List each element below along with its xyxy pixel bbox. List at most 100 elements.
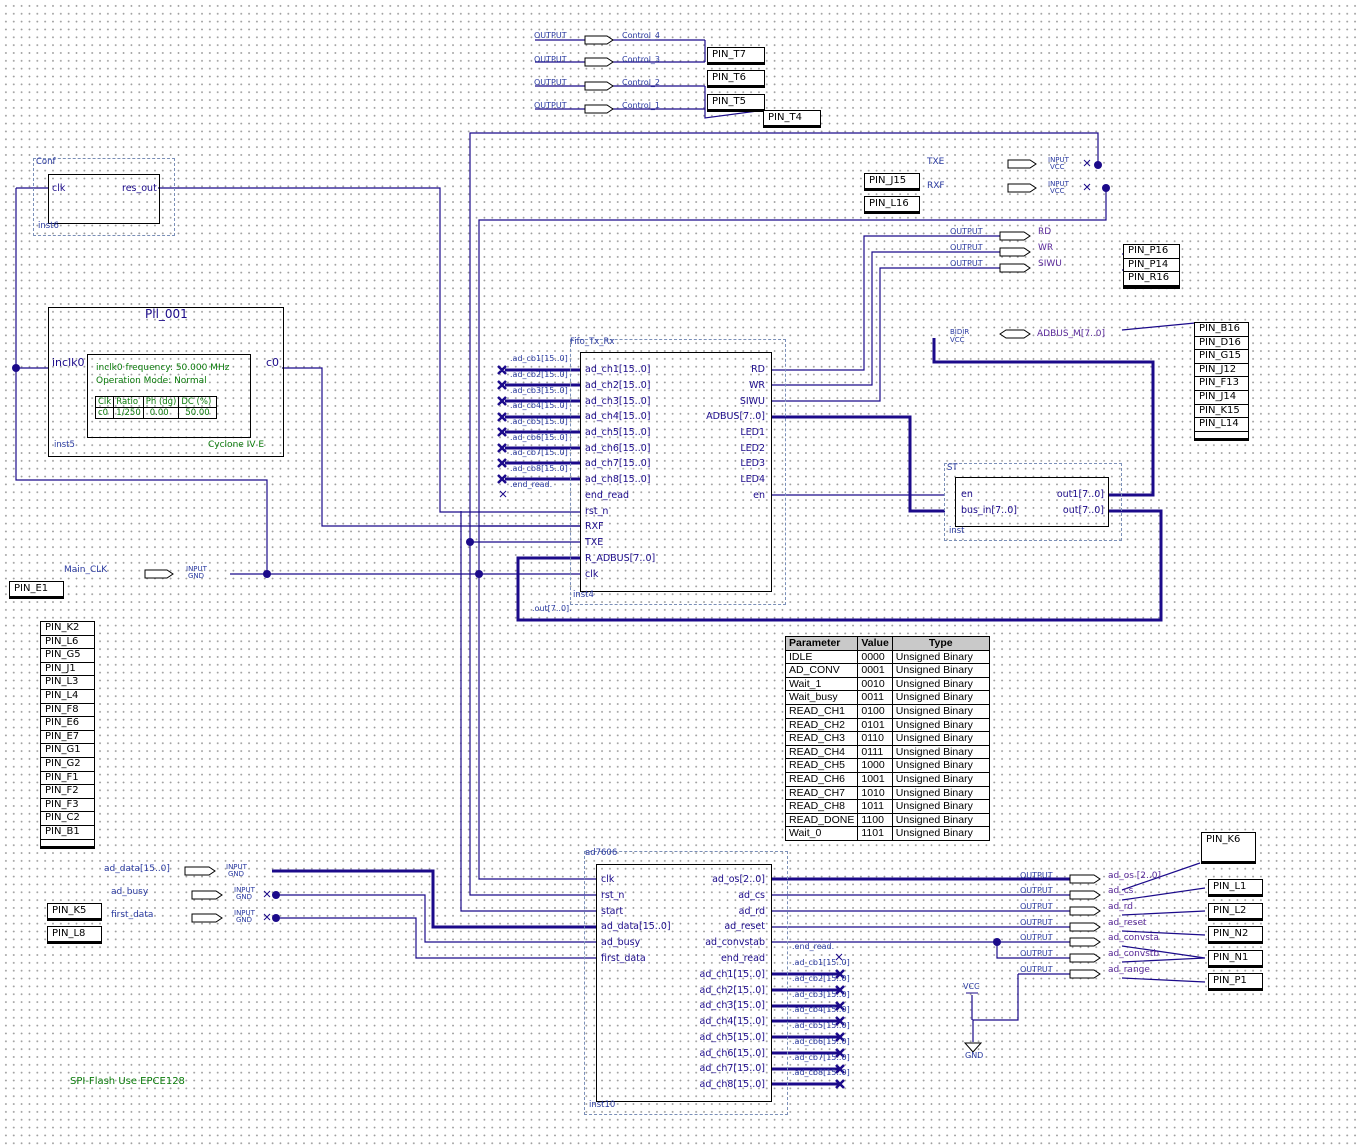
pin-entry[interactable]: PIN_B16 bbox=[1195, 323, 1248, 337]
input-tag: INPUT bbox=[1048, 156, 1069, 164]
param-cell: 1101 bbox=[857, 826, 893, 841]
fifo-title: Fifo_Tx_Rx bbox=[570, 337, 615, 347]
pin-tag[interactable]: PIN_T5 bbox=[707, 94, 765, 110]
net-label: .ad_cb1[15..0] bbox=[792, 958, 850, 967]
pin-tag[interactable]: PIN_L8 bbox=[47, 926, 102, 942]
pin-entry[interactable]: PIN_P16 bbox=[1124, 245, 1179, 259]
pin-entry[interactable]: PIN_K2 bbox=[41, 622, 94, 636]
param-cell: Unsigned Binary bbox=[891, 676, 990, 692]
ad7606-block[interactable] bbox=[596, 864, 772, 1102]
ad7606-port: first_data bbox=[601, 953, 646, 964]
pin-entry[interactable]: PIN_L4 bbox=[41, 690, 94, 704]
pin-entry[interactable]: PIN_F8 bbox=[41, 704, 94, 718]
pin-entry[interactable]: PIN_F3 bbox=[41, 799, 94, 813]
pin-entry[interactable]: PIN_J14 bbox=[1195, 391, 1248, 405]
pin-tag[interactable]: PIN_J15 bbox=[864, 173, 920, 189]
input-tag: INPUT bbox=[186, 565, 207, 573]
signal-name: ad_reset bbox=[1108, 918, 1147, 928]
fifo-port: ad_ch2[15..0] bbox=[585, 380, 651, 391]
conf-block[interactable] bbox=[48, 174, 160, 224]
ad7606-boundary bbox=[584, 851, 788, 1115]
port-type: OUTPUT bbox=[1020, 918, 1053, 927]
pll-block[interactable] bbox=[48, 307, 284, 457]
pin-tag[interactable]: PIN_L16 bbox=[864, 196, 920, 212]
pin-entry[interactable]: PIN_L6 bbox=[41, 636, 94, 650]
signal-name: ad_convsta bbox=[1108, 933, 1159, 943]
pin-entry[interactable]: PIN_E7 bbox=[41, 731, 94, 745]
fifo-port: SIWU bbox=[739, 396, 765, 407]
pin-entry[interactable]: PIN_G1 bbox=[41, 744, 94, 758]
ad7606-port: ad_convstab bbox=[705, 937, 765, 948]
conf-title: Conf bbox=[36, 157, 56, 167]
adbus-pin-list[interactable]: PIN_B16 PIN_D16 PIN_G15 PIN_J12 PIN_F13 … bbox=[1194, 322, 1249, 439]
pin-entry[interactable]: PIN_F13 bbox=[1195, 377, 1248, 391]
fifo-block[interactable] bbox=[580, 352, 772, 592]
siwu-signal: SIWU bbox=[1038, 259, 1062, 269]
ad7606-port: start bbox=[601, 906, 624, 917]
pin-tag[interactable]: PIN_P1 bbox=[1208, 973, 1263, 989]
pin-entry[interactable]: PIN_K15 bbox=[1195, 405, 1248, 419]
fifo-port: ad_ch6[15..0] bbox=[585, 443, 651, 454]
pin-tag[interactable]: PIN_N1 bbox=[1208, 950, 1263, 966]
pin-entry[interactable]: PIN_G15 bbox=[1195, 350, 1248, 364]
st-title: ST bbox=[947, 463, 958, 473]
gnd-tag: GND bbox=[236, 893, 253, 901]
signal-name: Control_3 bbox=[622, 55, 661, 64]
param-cell: 1011 bbox=[857, 799, 893, 814]
param-cell: 0110 bbox=[857, 731, 893, 746]
pin-tag[interactable]: PIN_N2 bbox=[1208, 926, 1263, 942]
flash-note: SPI-Flash Use EPCE128 bbox=[70, 1076, 185, 1087]
pin-entry[interactable]: PIN_G5 bbox=[41, 649, 94, 663]
fifo-port: ad_ch3[15..0] bbox=[585, 396, 651, 407]
fifo-port: ad_ch4[15..0] bbox=[585, 411, 651, 422]
param-cell: 1010 bbox=[857, 785, 893, 801]
pin-entry[interactable]: PIN_E6 bbox=[41, 717, 94, 731]
pin-entry[interactable]: PIN_B1 bbox=[41, 826, 94, 840]
pin-tag[interactable]: PIN_T6 bbox=[707, 70, 765, 86]
pin-tag[interactable]: PIN_K5 bbox=[47, 903, 102, 919]
pin-entry[interactable]: PIN_P14 bbox=[1124, 259, 1179, 273]
ad7606-port: rst_n bbox=[601, 890, 625, 901]
port-type: OUTPUT bbox=[1020, 933, 1053, 942]
pin-entry[interactable]: PIN_L3 bbox=[41, 676, 94, 690]
fifo-boundary bbox=[570, 339, 786, 605]
pin-entry[interactable]: PIN_G2 bbox=[41, 758, 94, 772]
param-cell: 0010 bbox=[857, 676, 893, 692]
st-block[interactable] bbox=[955, 477, 1109, 527]
rw-pin-list[interactable]: PIN_P16 PIN_P14 PIN_R16 bbox=[1123, 244, 1180, 287]
port-type: OUTPUT bbox=[1020, 965, 1053, 974]
net-label: .end_read. bbox=[792, 942, 835, 951]
fifo-port: ad_ch1[15..0] bbox=[585, 364, 651, 375]
signal-name: ad_range bbox=[1108, 965, 1150, 975]
fifo-port: ADBUS[7..0] bbox=[706, 411, 765, 422]
pin-entry-empty bbox=[41, 840, 94, 846]
pin-tag[interactable]: PIN_E1 bbox=[9, 581, 64, 597]
pin-tag[interactable]: PIN_K6 bbox=[1201, 832, 1256, 862]
pin-tag[interactable]: PIN_T7 bbox=[707, 47, 765, 63]
pin-tag[interactable]: PIN_T4 bbox=[763, 110, 821, 126]
pin-entry[interactable]: PIN_L14 bbox=[1195, 418, 1248, 432]
pin-entry[interactable]: PIN_F1 bbox=[41, 772, 94, 786]
ad7606-port: ad_ch8[15..0] bbox=[699, 1079, 765, 1090]
pin-tag[interactable]: PIN_L1 bbox=[1208, 879, 1263, 895]
pin-entry[interactable]: PIN_D16 bbox=[1195, 337, 1248, 351]
ad-data-pin-list[interactable]: PIN_K2 PIN_L6 PIN_G5 PIN_J1 PIN_L3 PIN_L… bbox=[40, 621, 95, 847]
param-cell: 0011 bbox=[857, 690, 893, 705]
signal-name: ad_os [2..0] bbox=[1108, 871, 1161, 881]
pin-entry[interactable]: PIN_F2 bbox=[41, 785, 94, 799]
param-cell: Unsigned Binary bbox=[891, 649, 990, 665]
param-cell: Wait_0 bbox=[784, 826, 859, 841]
conf-res-out-port: res_out bbox=[122, 183, 157, 194]
pin-tag[interactable]: PIN_L2 bbox=[1208, 903, 1263, 919]
ad7606-port: ad_os[2..0] bbox=[712, 874, 765, 885]
pin-entry[interactable]: PIN_C2 bbox=[41, 812, 94, 826]
pin-entry[interactable]: PIN_R16 bbox=[1124, 272, 1179, 286]
rxf-label: RXF bbox=[927, 181, 945, 191]
pin-entry[interactable]: PIN_J1 bbox=[41, 663, 94, 677]
pin-entry[interactable]: PIN_J12 bbox=[1195, 364, 1248, 378]
st-boundary bbox=[944, 463, 1122, 541]
